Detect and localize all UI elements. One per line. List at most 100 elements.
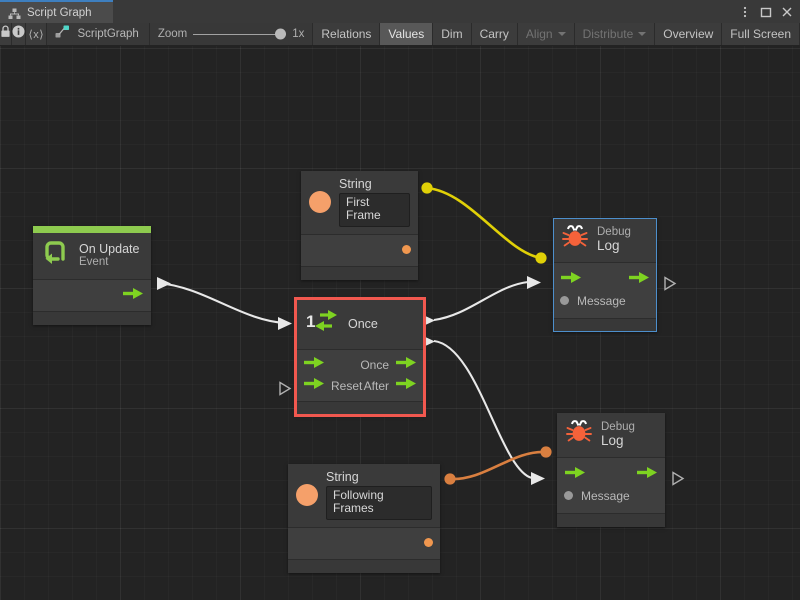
info-button[interactable] [12, 23, 26, 45]
string-value-field[interactable]: First Frame [339, 193, 410, 227]
unconnected-input-port-reset[interactable] [278, 381, 292, 396]
more-options-icon[interactable] [736, 2, 754, 21]
toolbar-button-carry[interactable]: Carry [471, 23, 518, 45]
port-row-message[interactable]: Message [553, 290, 657, 311]
graph-toolbar: ⟨x⟩ ScriptGraph Zoom 1x Relations Values [0, 23, 800, 46]
toolbar-button-full-screen[interactable]: Full Screen [722, 23, 800, 45]
port-label-once: Once [360, 357, 389, 372]
port-label-message: Message [577, 293, 626, 308]
toolbar-button-values[interactable]: Values [380, 23, 434, 45]
edge-following-message[interactable] [444, 446, 552, 485]
graph-edges [157, 182, 552, 485]
value-input-port-icon[interactable] [560, 296, 569, 305]
flow-output-arrow-icon[interactable] [395, 356, 417, 374]
toolbar-button-align[interactable]: Align [517, 23, 575, 45]
value-output-port-icon[interactable] [424, 538, 433, 548]
node-header-text: Debug Log [597, 226, 631, 254]
unconnected-output-port-flow[interactable] [663, 276, 677, 291]
port-row-output-value[interactable] [288, 537, 440, 549]
port-label-reset: Reset [331, 378, 363, 393]
port-row-flow[interactable] [557, 464, 665, 485]
close-icon[interactable] [778, 2, 796, 21]
toolbar-button-distribute-label: Distribute [582, 27, 634, 41]
toolbar-button-distribute[interactable]: Distribute [574, 23, 656, 45]
svg-text:1: 1 [306, 312, 315, 331]
port-row-flow[interactable] [553, 269, 657, 290]
lock-icon [0, 25, 11, 43]
zoom-slider-track [193, 34, 287, 35]
node-subtitle: Event [79, 256, 109, 269]
string-value-icon [296, 483, 318, 506]
flow-input-arrow-icon[interactable] [564, 466, 586, 484]
variables-icon: ⟨x⟩ [28, 28, 45, 41]
window-controls [736, 0, 796, 23]
node-string-following-frames[interactable]: String Following Frames [288, 464, 440, 573]
flow-output-arrow-icon[interactable] [122, 287, 144, 305]
tab-script-graph[interactable]: Script Graph [0, 0, 113, 23]
node-string-first-frame[interactable]: String First Frame [301, 171, 418, 280]
port-label-message: Message [581, 488, 630, 503]
flow-input-arrow-icon[interactable] [303, 356, 325, 374]
flow-output-arrow-icon[interactable] [395, 377, 417, 395]
debug-bug-icon [561, 224, 589, 255]
value-input-port-icon[interactable] [564, 491, 573, 500]
node-subtitle: Log [601, 433, 624, 449]
info-icon [12, 25, 25, 43]
chevron-down-icon [638, 32, 647, 36]
debug-bug-icon [565, 419, 593, 450]
toolbar-button-dim[interactable]: Dim [433, 23, 472, 45]
flow-output-arrow-icon[interactable] [636, 466, 658, 484]
node-header: 1 Once [296, 299, 424, 350]
node-header: String Following Frames [288, 464, 440, 528]
node-footer [296, 402, 424, 415]
lock-button[interactable] [0, 23, 12, 45]
script-graph-icon [8, 7, 21, 19]
node-title: Debug [597, 225, 631, 238]
chevron-down-icon [557, 32, 566, 36]
node-body [33, 280, 151, 312]
node-footer [553, 319, 657, 332]
port-row-message[interactable]: Message [557, 485, 665, 506]
node-body: Message [557, 458, 665, 514]
variables-button[interactable]: ⟨x⟩ [26, 23, 48, 45]
node-footer [557, 514, 665, 527]
node-debug-log-top[interactable]: Debug Log [553, 218, 677, 332]
breadcrumb[interactable]: ScriptGraph [47, 23, 150, 45]
flow-input-arrow-icon[interactable] [560, 271, 582, 289]
zoom-control: Zoom 1x [150, 23, 314, 45]
node-title: String [326, 470, 359, 484]
port-row-output-flow[interactable] [33, 285, 151, 306]
string-value-icon [309, 190, 331, 213]
port-row-output-value[interactable] [301, 244, 418, 256]
node-title: Once [348, 316, 378, 331]
graph-canvas[interactable]: On Update Event [0, 46, 800, 600]
node-header-text: String Following Frames [326, 470, 432, 520]
zoom-label: Zoom [157, 28, 188, 40]
string-value-field[interactable]: Following Frames [326, 486, 432, 520]
tab-label: Script Graph [27, 6, 92, 19]
node-once[interactable]: 1 Once [279, 297, 426, 417]
maximize-icon[interactable] [757, 2, 775, 21]
node-body: Once Reset [296, 350, 424, 402]
edge-firstframe-message[interactable] [421, 182, 547, 264]
node-header: On Update Event [33, 233, 151, 280]
zoom-slider[interactable] [193, 28, 287, 40]
zoom-slider-handle[interactable] [275, 28, 287, 40]
node-on-update[interactable]: On Update Event [33, 226, 151, 325]
breadcrumb-label: ScriptGraph [77, 28, 139, 40]
edge-after-debugbottom[interactable] [421, 335, 545, 485]
toolbar-button-overview[interactable]: Overview [655, 23, 723, 45]
toolbar-button-relations[interactable]: Relations [313, 23, 381, 45]
flow-input-arrow-icon[interactable] [303, 377, 325, 395]
unconnected-output-port-flow[interactable] [671, 471, 685, 486]
edge-once-debugtop[interactable] [421, 276, 541, 327]
zoom-value: 1x [292, 28, 305, 40]
port-row-reset-after[interactable]: Reset After [296, 375, 424, 396]
edge-onupdate-once[interactable] [157, 277, 292, 330]
flow-output-arrow-icon[interactable] [628, 271, 650, 289]
node-debug-log-bottom[interactable]: Debug Log [557, 413, 685, 527]
graph-node-icon [55, 25, 70, 43]
value-output-port-icon[interactable] [402, 245, 411, 255]
port-row-flow-in-once-out[interactable]: Once [296, 354, 424, 375]
